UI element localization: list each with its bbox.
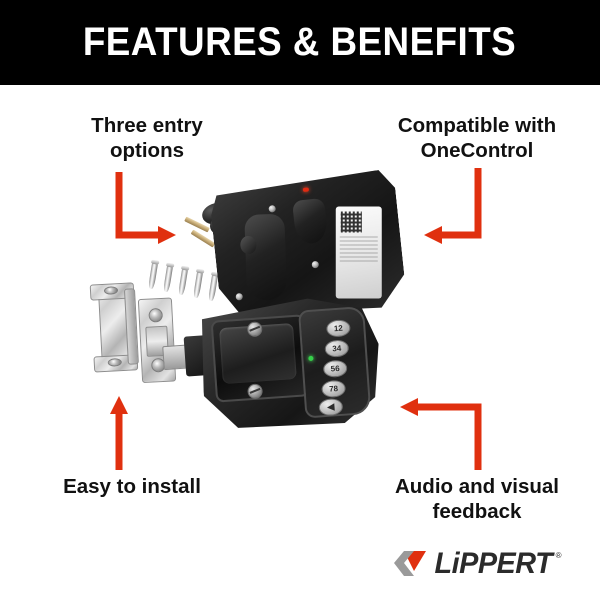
keypad-button-78[interactable]: 78 (321, 379, 347, 399)
callout-easy-to-install: Easy to install (63, 475, 201, 498)
keypad[interactable]: 12 34 56 78 ◀ (298, 306, 372, 419)
callout-three-entry-options: Three entry options (91, 114, 203, 162)
latch-boss (244, 213, 288, 301)
header-bar: FEATURES & BENEFITS (0, 0, 600, 85)
screw (208, 274, 218, 302)
qr-code-icon (340, 211, 362, 233)
key-blade (190, 229, 216, 248)
screw (193, 271, 203, 299)
page-title: FEATURES & BENEFITS (83, 20, 517, 64)
lippert-trademark: ® (555, 551, 562, 560)
keypad-status-led (308, 355, 314, 362)
label-text-lines (339, 236, 378, 263)
callout-audio-visual-feedback: Audio and visual feedback (394, 475, 560, 523)
back-arrow-icon[interactable]: ◀ (318, 397, 344, 417)
keypad-button-12[interactable]: 12 (325, 319, 351, 338)
callout-compatible-onecontrol: Compatible with OneControl (397, 114, 557, 162)
lippert-logo-mark (394, 551, 426, 576)
screw (178, 268, 188, 296)
screw (163, 265, 173, 293)
keypad-button-56[interactable]: 56 (322, 359, 348, 379)
product-label (335, 206, 382, 299)
lippert-wordmark: LiPPERT (434, 547, 553, 580)
front-lock-body: 12 34 56 78 ◀ (162, 291, 390, 445)
lippert-logo: LiPPERT ® (392, 547, 562, 581)
keypad-button-34[interactable]: 34 (324, 339, 350, 358)
